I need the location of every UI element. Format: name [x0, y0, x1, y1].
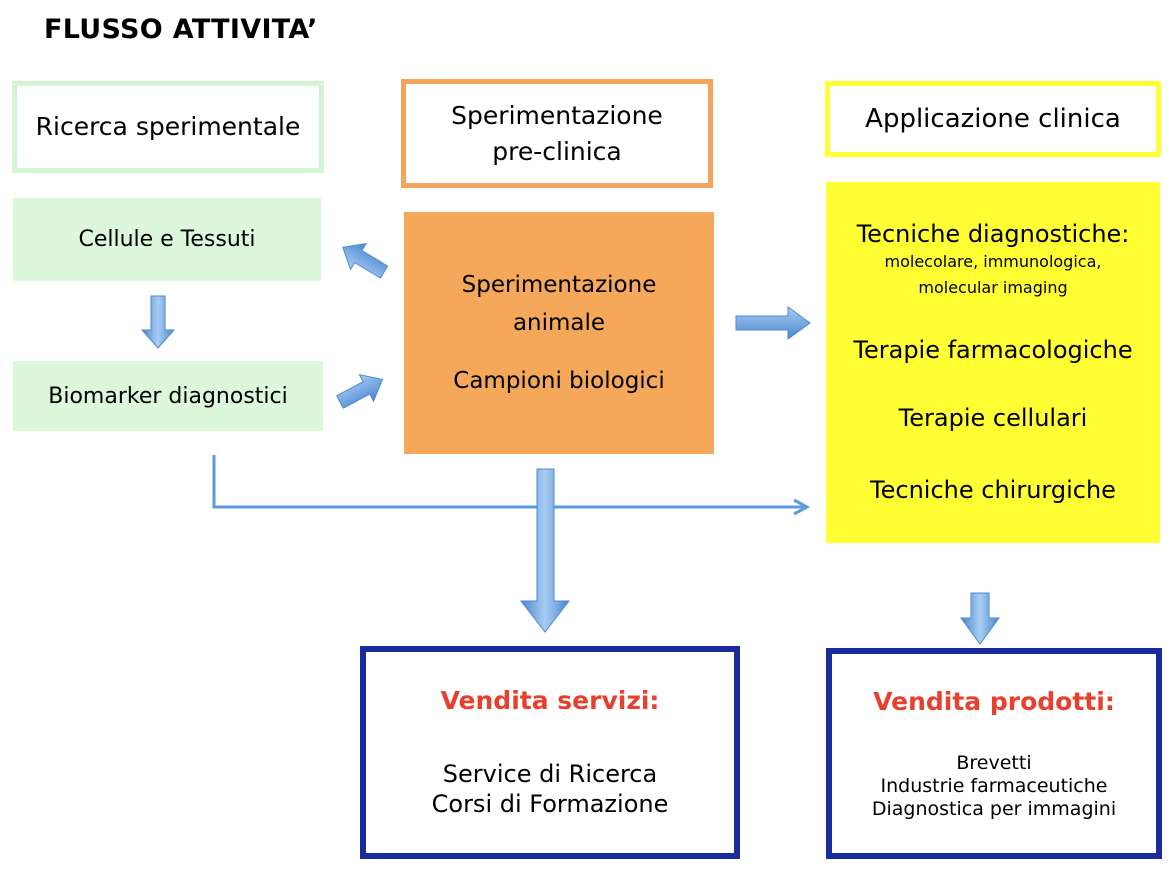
box-services-sales: Vendita servizi: Service di Ricerca Cors… [360, 646, 740, 859]
clinical-cellular: Terapie cellulari [898, 404, 1088, 432]
products-line1: Brevetti [956, 751, 1032, 774]
products-line3: Diagnostica per immagini [871, 797, 1117, 820]
clinical-diagnostics-sub1: molecolare, immunologica, [884, 252, 1102, 271]
box-cells-tissues: Cellule e Tessuti [13, 198, 321, 281]
page-title: FLUSSO ATTIVITA’ [44, 14, 318, 45]
connector-line [212, 455, 803, 509]
box-clinical-application: Tecniche diagnostiche: molecolare, immun… [826, 182, 1160, 543]
animal-line3: Campioni biologici [453, 368, 665, 394]
clinical-pharma: Terapie farmacologiche [853, 336, 1133, 364]
box-animal-experimentation: Sperimentazione animale Campioni biologi… [404, 212, 714, 454]
header-clinical-label: Applicazione clinica [865, 104, 1121, 134]
arrow-up-left-icon [342, 243, 389, 279]
header-preclinical-line2: pre-clinica [492, 136, 622, 166]
services-line1: Service di Ricerca [442, 760, 658, 788]
services-line2: Corsi di Formazione [431, 790, 669, 818]
clinical-surgical: Tecniche chirurgiche [870, 476, 1116, 504]
arrow-down-icon [140, 295, 176, 349]
clinical-diagnostics-sub2: molecular imaging [918, 278, 1068, 297]
header-research-label: Ricerca sperimentale [35, 112, 301, 141]
clinical-diagnostics: Tecniche diagnostiche: [856, 220, 1130, 248]
cells-tissues-label: Cellule e Tessuti [78, 227, 256, 252]
header-preclinical-line1: Sperimentazione [451, 100, 663, 130]
header-clinical: Applicazione clinica [825, 81, 1161, 157]
biomarker-label: Biomarker diagnostici [48, 383, 288, 409]
arrow-up-right-icon [336, 373, 384, 409]
services-heading: Vendita servizi: [440, 686, 660, 715]
connector-arrowhead-icon [793, 498, 811, 516]
arrow-right-icon [735, 306, 811, 340]
animal-line1: Sperimentazione [461, 272, 657, 298]
arrow-down-long-icon [519, 468, 571, 633]
box-products-sales: Vendita prodotti: Brevetti Industrie far… [826, 648, 1162, 859]
header-preclinical: Sperimentazione pre-clinica [401, 79, 713, 188]
products-line2: Industrie farmaceutiche [880, 774, 1108, 797]
header-research: Ricerca sperimentale [12, 81, 324, 173]
animal-line2: animale [512, 310, 606, 336]
arrow-down-products-icon [960, 592, 1000, 645]
products-heading: Vendita prodotti: [873, 686, 1115, 716]
box-biomarker: Biomarker diagnostici [13, 361, 323, 431]
